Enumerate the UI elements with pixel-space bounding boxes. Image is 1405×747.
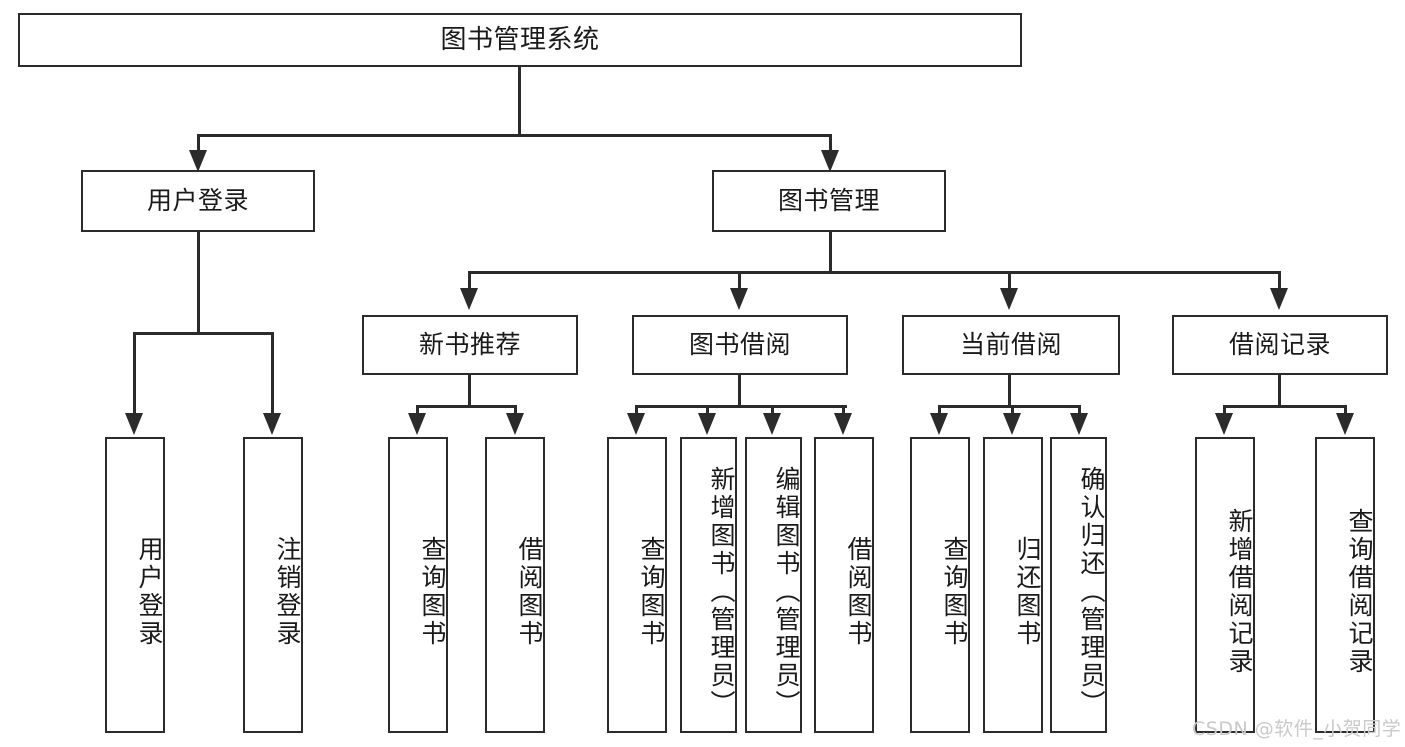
node-label: 借阅图书 [844,536,873,648]
connector-book-mgmt-drop-3 [1008,271,1011,291]
arrowhead-current-borrow-3 [1070,413,1088,435]
node-label: 新书推荐 [418,330,521,360]
arrowhead-book-borrow-2 [698,413,716,435]
connector-book-mgmt-stem [829,232,832,273]
node-label: 查询图书 [418,536,447,648]
leaf-confirm-return-admin[interactable]: 确认归还（管理员） [1050,437,1107,733]
arrowhead-root-to-book-mgmt [821,150,839,172]
connector-book-borrow-stem [738,375,741,407]
connector-borrow-record-drop-1 [1223,405,1226,417]
connector-user-login-drop-2 [271,332,274,417]
leaf-query-borrow-record[interactable]: 查询借阅记录 [1315,437,1375,733]
node-user-login[interactable]: 用户登录 [81,170,315,232]
arrowhead-user-login-2 [263,413,281,435]
arrowhead-book-borrow-4 [834,413,852,435]
connector-book-mgmt-drop-1 [468,271,471,291]
leaf-borrow-books-new-book[interactable]: 借阅图书 [485,437,545,733]
connector-book-borrow-bus [635,405,847,408]
connector-user-login-drop-1 [133,332,136,417]
node-label: 当前借阅 [959,330,1062,360]
node-label: 借阅图书 [515,536,544,648]
node-label: 新增借阅记录 [1225,508,1254,676]
node-label: 用户登录 [135,536,164,648]
node-current-borrowing[interactable]: 当前借阅 [902,315,1120,375]
arrowhead-book-borrow-1 [627,413,645,435]
node-label: 图书管理 [777,186,880,216]
arrowhead-new-book-2 [506,413,524,435]
arrowhead-root-to-user-login [189,150,207,172]
arrowhead-book-mgmt-2 [730,288,748,310]
connector-book-borrow-drop-1 [635,405,638,417]
arrowhead-current-borrow-1 [930,413,948,435]
csdn-watermark: CSDN @软件_小贺同学 [1192,718,1402,740]
node-book-management[interactable]: 图书管理 [712,170,946,232]
connector-new-book-drop-2 [514,405,517,417]
leaf-add-borrow-record[interactable]: 新增借阅记录 [1195,437,1255,733]
connector-book-mgmt-drop-4 [1278,271,1281,291]
leaf-return-books[interactable]: 归还图书 [983,437,1043,733]
node-root-book-management-system[interactable]: 图书管理系统 [18,13,1022,67]
arrowhead-current-borrow-2 [1003,413,1021,435]
connector-current-borrow-drop-2 [1011,405,1014,417]
node-label: 图书管理系统 [440,24,600,55]
leaf-query-books-new-book[interactable]: 查询图书 [388,437,448,733]
connector-current-borrow-bus [938,405,1081,408]
connector-book-mgmt-bus [468,271,1281,274]
node-new-book-recommendation[interactable]: 新书推荐 [362,315,578,375]
connector-current-borrow-drop-3 [1078,405,1081,417]
leaf-add-book-admin[interactable]: 新增图书（管理员） [680,437,737,733]
connector-current-borrow-drop-1 [938,405,941,417]
arrowhead-borrow-record-1 [1215,413,1233,435]
connector-root-to-user-login [197,134,200,154]
leaf-edit-book-admin[interactable]: 编辑图书（管理员） [745,437,802,733]
arrowhead-book-mgmt-3 [1000,288,1018,310]
node-label: 查询借阅记录 [1345,508,1374,676]
arrowhead-user-login-1 [125,413,143,435]
node-label: 确认归还（管理员） [1077,466,1106,718]
leaf-logout[interactable]: 注销登录 [243,437,303,733]
connector-user-login-bus [133,332,274,335]
node-label: 借阅记录 [1228,330,1331,360]
connector-book-borrow-drop-4 [842,405,845,417]
arrowhead-book-mgmt-1 [460,288,478,310]
connector-book-mgmt-drop-2 [738,271,741,291]
arrowhead-book-mgmt-4 [1270,288,1288,310]
connector-borrow-record-drop-2 [1344,405,1347,417]
connector-new-book-stem [468,375,471,407]
connector-book-borrow-drop-3 [771,405,774,417]
connector-root-bus [197,134,831,137]
arrowhead-new-book-1 [408,413,426,435]
connector-user-login-stem [197,232,200,335]
connector-root-to-book-mgmt [829,134,832,154]
node-label: 编辑图书（管理员） [772,466,801,718]
node-label: 图书借阅 [688,330,791,360]
node-borrowing-records[interactable]: 借阅记录 [1172,315,1388,375]
arrowhead-borrow-record-2 [1336,413,1354,435]
connector-book-borrow-drop-2 [706,405,709,417]
leaf-query-books-borrowing[interactable]: 查询图书 [607,437,667,733]
connector-root-stem [518,67,521,136]
connector-borrow-record-bus [1223,405,1347,408]
connector-new-book-drop-1 [416,405,419,417]
node-label: 注销登录 [273,536,302,648]
leaf-borrow-books-borrowing[interactable]: 借阅图书 [814,437,874,733]
node-label: 新增图书（管理员） [707,466,736,718]
node-label: 查询图书 [637,536,666,648]
connector-current-borrow-stem [1008,375,1011,407]
node-label: 用户登录 [146,186,249,216]
node-label: 查询图书 [940,536,969,648]
node-label: 归还图书 [1013,536,1042,648]
connector-borrow-record-stem [1278,375,1281,407]
connector-new-book-bus [416,405,517,408]
leaf-query-books-current[interactable]: 查询图书 [910,437,970,733]
leaf-user-login[interactable]: 用户登录 [105,437,165,733]
arrowhead-book-borrow-3 [763,413,781,435]
node-book-borrowing[interactable]: 图书借阅 [632,315,848,375]
